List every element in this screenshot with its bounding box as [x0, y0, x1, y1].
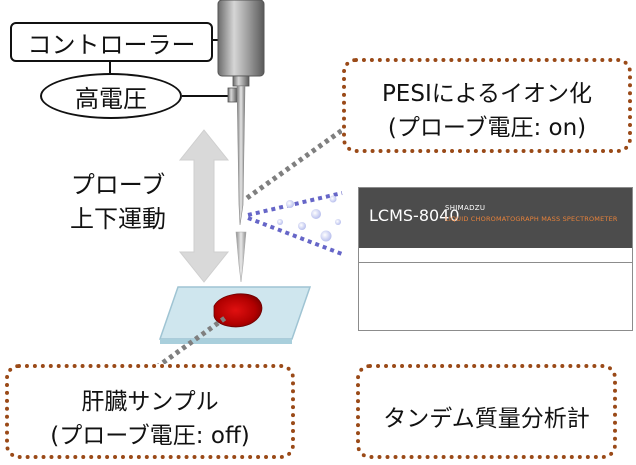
instrument-description: LIQUID CHOROMATOGRAPH MASS SPECTROMETER [445, 215, 618, 223]
pesi-callout: PESIによるイオン化 (プローブ電圧: on) [342, 58, 632, 153]
sample-line1: 肝臓サンプル [81, 389, 219, 415]
pesi-line2: (プローブ電圧: on) [387, 115, 587, 141]
needle-probe-icon [217, 0, 265, 283]
controller-label: コントローラー [27, 30, 196, 59]
probe-motion-label: プローブ 上下運動 [70, 168, 166, 236]
spray-lower-line [247, 216, 343, 256]
mass-spectrometer-label: タンデム質量分析計 [383, 406, 590, 432]
sample-line2: (プローブ電圧: off) [50, 423, 250, 449]
probe-motion-line1: プローブ [70, 171, 166, 199]
instrument-header: LCMS-8040 SHIMADZU LIQUID CHOROMATOGRAPH… [359, 188, 632, 248]
instrument-strip [359, 248, 632, 263]
spray-upper-line [247, 191, 343, 217]
pesi-line1: PESIによるイオン化 [381, 81, 593, 107]
probe-motion-line2: 上下運動 [70, 205, 166, 233]
high-voltage-ellipse: 高電圧 [40, 73, 182, 119]
sample-callout: 肝臓サンプル (プローブ電圧: off) [5, 364, 295, 459]
ion-droplets-icon [277, 195, 341, 242]
controller-box: コントローラー [10, 22, 213, 62]
instrument-model: LCMS-8040 [369, 206, 460, 225]
mass-spectrometer-callout: タンデム質量分析計 [356, 364, 617, 459]
tissue-slide-icon [158, 286, 312, 344]
double-vertical-arrow-icon [178, 129, 230, 283]
high-voltage-label: 高電圧 [75, 84, 147, 113]
mass-spectrometer-panel: LCMS-8040 SHIMADZU LIQUID CHOROMATOGRAPH… [358, 187, 633, 331]
instrument-brand: SHIMADZU [445, 204, 486, 212]
